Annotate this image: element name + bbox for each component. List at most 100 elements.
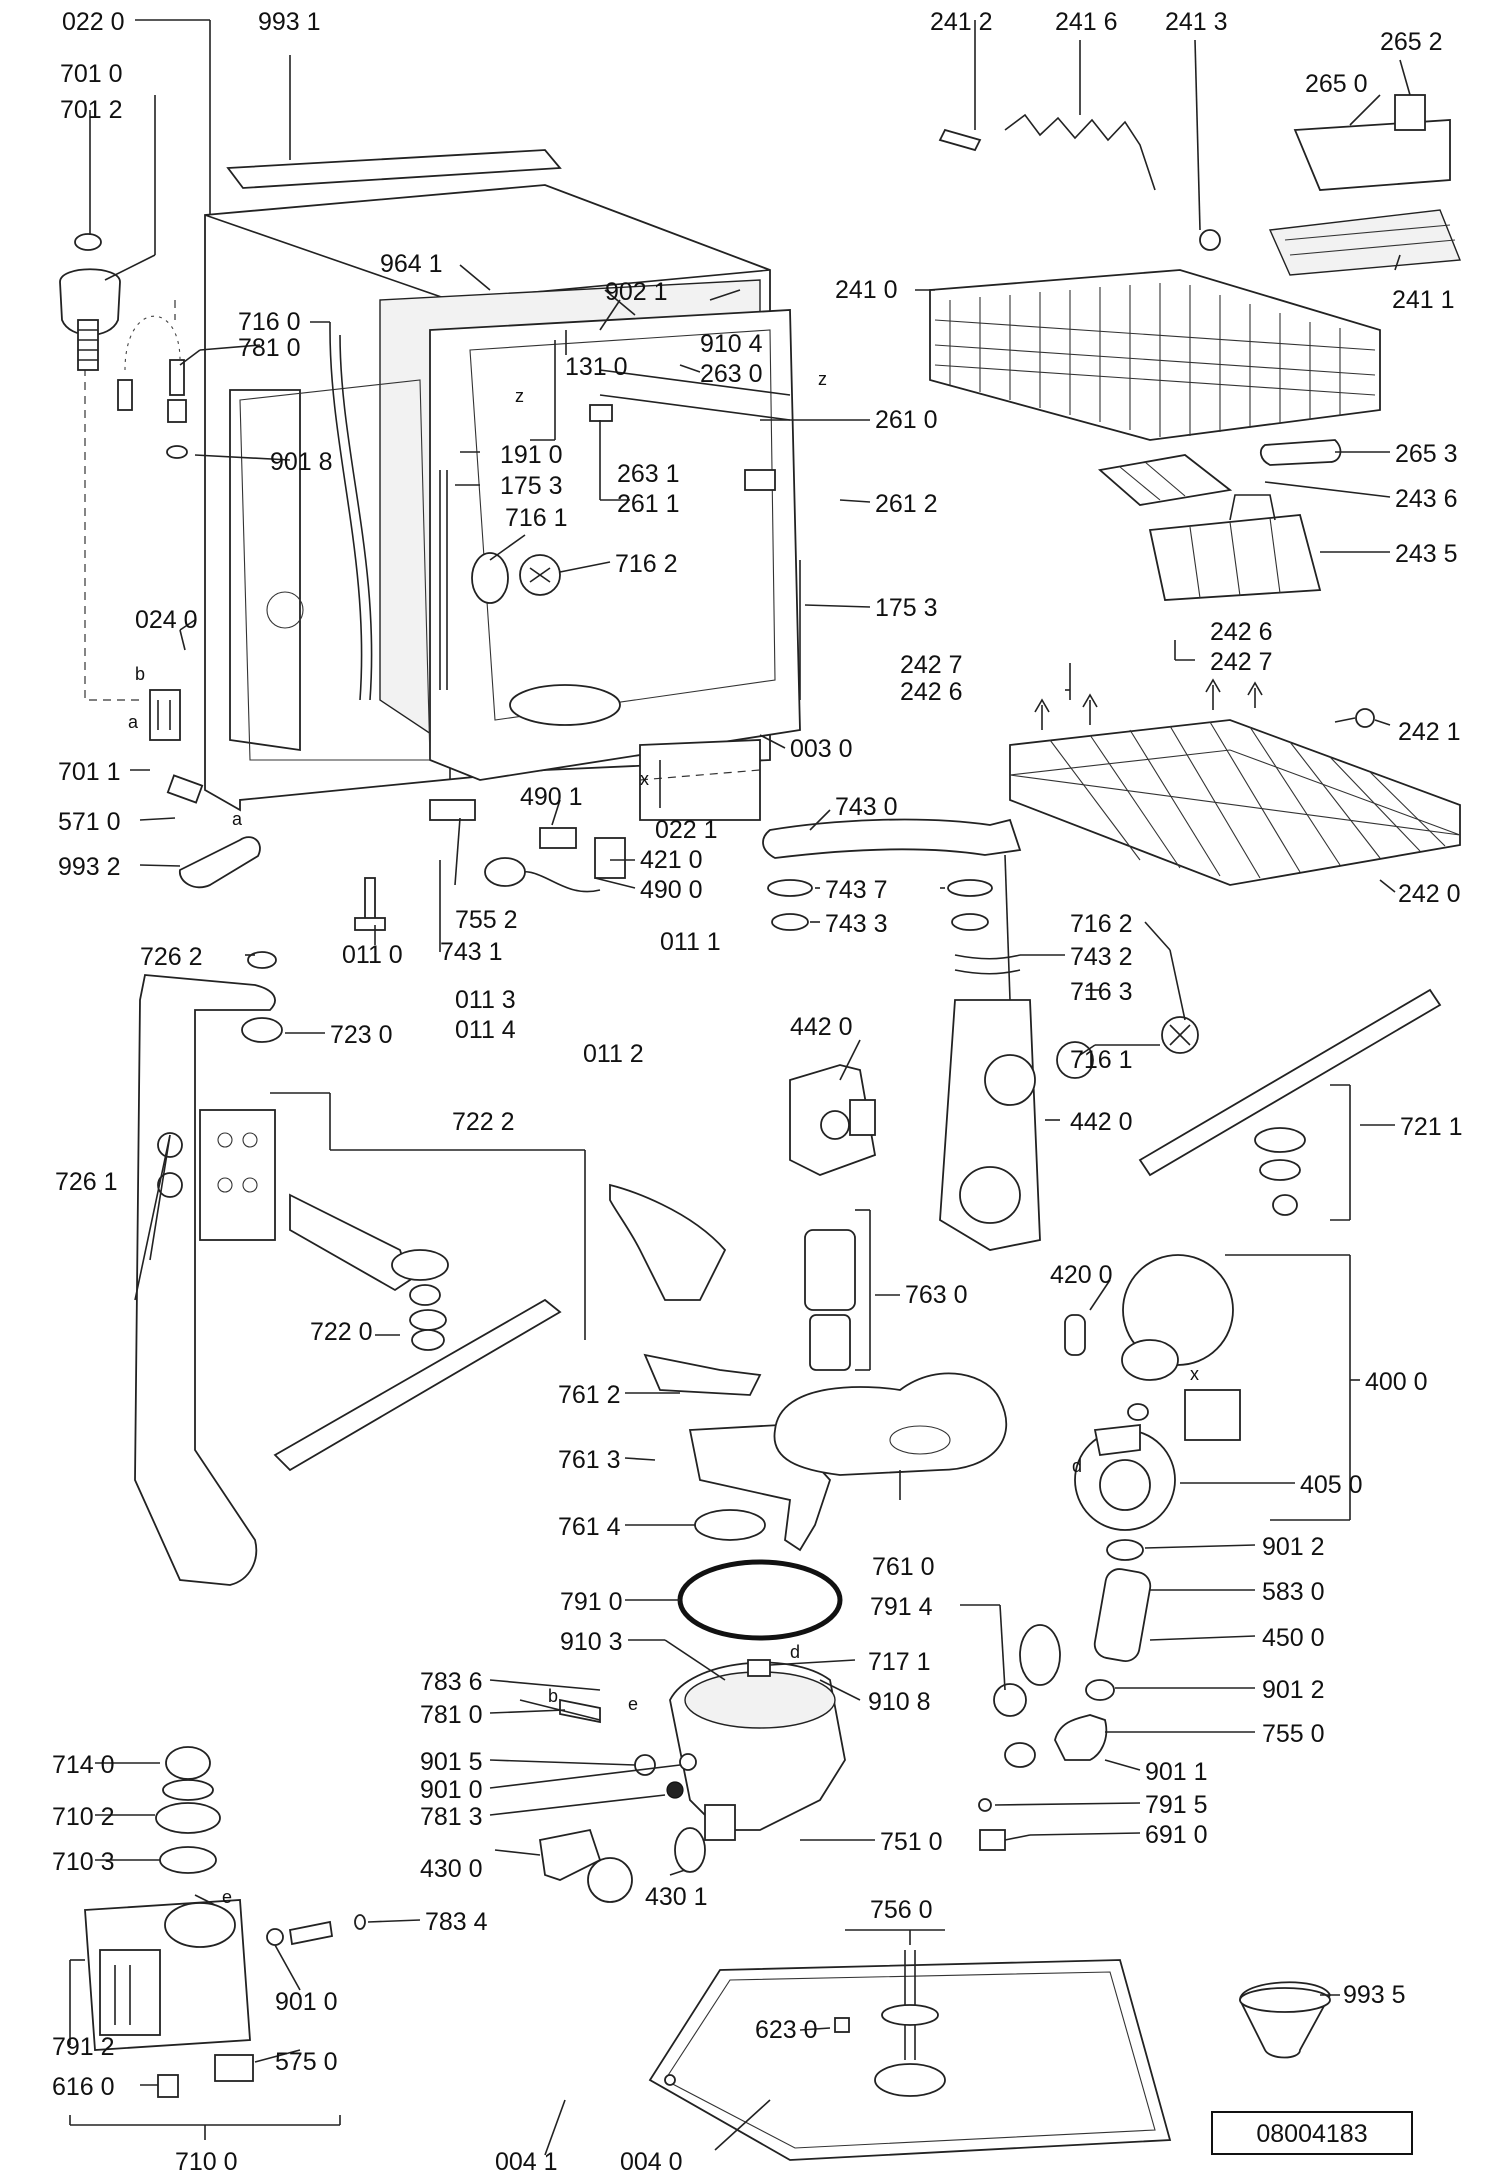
label-993-1: 993 1 <box>258 8 321 36</box>
label-490-0: 490 0 <box>640 876 703 904</box>
drawing-number-box: 08004183 <box>1211 2111 1413 2155</box>
label-243-5: 243 5 <box>1395 540 1458 568</box>
drawing-number: 08004183 <box>1256 2120 1367 2148</box>
manifold <box>199 1109 276 1241</box>
leader-lines <box>69 19 1411 2156</box>
label-241-3: 241 3 <box>1165 8 1228 36</box>
lower-spray-arm <box>273 1298 562 1472</box>
salt-cap <box>165 1746 211 1780</box>
label-004-1: 004 1 <box>495 2148 558 2176</box>
basket-handle <box>1259 439 1342 466</box>
label-024-0: 024 0 <box>135 606 198 634</box>
label-623-0: 623 0 <box>755 2016 818 2044</box>
label-910-3: 910 3 <box>560 1628 623 1656</box>
label-993-5: 993 5 <box>1343 1981 1406 2009</box>
left-fittings <box>59 233 626 893</box>
sump-opening <box>509 684 621 726</box>
letter-d-1: d <box>1072 1456 1082 1476</box>
label-400-0: 400 0 <box>1365 1368 1428 1396</box>
leg <box>364 877 376 924</box>
heater-element <box>1093 1568 1152 1662</box>
letter-z-2: z <box>818 369 827 389</box>
label-421-0: 421 0 <box>640 846 703 874</box>
label-763-0: 763 0 <box>905 1281 968 1309</box>
label-011-2: 011 2 <box>583 1040 644 1068</box>
mount-ring <box>471 552 509 604</box>
label-701-0: 701 0 <box>60 60 123 88</box>
drain-pump <box>538 1828 602 1881</box>
reference-letters: z z x x b a a d d e e b <box>128 369 1199 1907</box>
label-575-0: 575 0 <box>275 2048 338 2076</box>
label-901-2-lower: 901 2 <box>1262 1676 1325 1704</box>
label-901-2-upper: 901 2 <box>1262 1533 1325 1561</box>
base-plinth <box>639 739 761 821</box>
spray-hub <box>643 1353 762 1396</box>
label-755-2: 755 2 <box>455 906 518 934</box>
label-571-0: 571 0 <box>58 808 121 836</box>
label-781-3: 781 3 <box>420 1803 483 1831</box>
label-405-0: 405 0 <box>1300 1471 1363 1499</box>
salt-container-area <box>84 1746 1332 2098</box>
float <box>747 1659 771 1677</box>
washer <box>247 951 277 969</box>
label-011-1: 011 1 <box>660 928 721 956</box>
basket-wheel <box>1355 708 1375 728</box>
upper-basket-area <box>929 94 1461 601</box>
upper-basket <box>929 269 1381 441</box>
label-691-0: 691 0 <box>1145 1821 1208 1849</box>
label-261-2: 261 2 <box>875 490 938 518</box>
label-716-2-upper: 716 2 <box>615 550 678 578</box>
label-242-7-right: 242 7 <box>1210 648 1273 676</box>
label-442-0-side: 442 0 <box>1070 1108 1133 1136</box>
label-003-0: 003 0 <box>790 735 853 763</box>
label-901-1: 901 1 <box>1145 1758 1208 1786</box>
small-block <box>834 2017 850 2033</box>
bracket <box>149 689 181 741</box>
label-710-3: 710 3 <box>52 1848 115 1876</box>
label-716-1-lower: 716 1 <box>1070 1046 1133 1074</box>
part-labels: 022 0 993 1 701 0 701 2 716 0 781 0 901 … <box>52 8 1463 2176</box>
label-901-8: 901 8 <box>270 448 333 476</box>
label-265-0: 265 0 <box>1305 70 1368 98</box>
label-241-6: 241 6 <box>1055 8 1118 36</box>
label-242-6-left: 242 6 <box>900 678 963 706</box>
spring-b <box>169 359 185 396</box>
float-switch-base <box>874 2063 946 2097</box>
label-011-0: 011 0 <box>342 941 403 969</box>
label-263-0: 263 0 <box>700 360 763 388</box>
label-743-2: 743 2 <box>1070 943 1133 971</box>
label-791-2: 791 2 <box>52 2033 115 2061</box>
letter-x-2: x <box>1190 1364 1199 1384</box>
label-783-4: 783 4 <box>425 1908 488 1936</box>
label-723-0: 723 0 <box>330 1021 393 1049</box>
label-242-1: 242 1 <box>1398 718 1461 746</box>
label-011-3: 011 3 <box>455 986 516 1014</box>
upper-spray-arm <box>1138 988 1442 1177</box>
clamp <box>1019 1624 1061 1686</box>
base-tray <box>648 1959 1172 2161</box>
spray-system <box>134 818 1442 1641</box>
label-616-0: 616 0 <box>52 2073 115 2101</box>
label-710-2: 710 2 <box>52 1803 115 1831</box>
motor-bracket <box>1184 1389 1241 1441</box>
drain-pump-seal <box>674 1827 706 1873</box>
label-241-0: 241 0 <box>835 276 898 304</box>
label-242-6-top: 242 6 <box>1210 618 1273 646</box>
label-755-0: 755 0 <box>1262 1720 1325 1748</box>
wrench <box>179 836 261 889</box>
pipe-elbow <box>609 1183 727 1301</box>
label-241-1: 241 1 <box>1392 286 1455 314</box>
tub-cabinet-assembly <box>84 149 801 931</box>
label-243-6: 243 6 <box>1395 485 1458 513</box>
label-743-1: 743 1 <box>440 938 503 966</box>
cap <box>74 233 102 251</box>
label-791-4: 791 4 <box>870 1593 933 1621</box>
fold-rack <box>1268 209 1461 276</box>
spring-a <box>117 379 133 411</box>
coarse-filter <box>804 1229 856 1311</box>
feed-pipe <box>134 974 276 1586</box>
small-pipe <box>288 1920 334 1946</box>
label-716-2-lower: 716 2 <box>1070 910 1133 938</box>
spray-arm-support <box>289 1193 412 1292</box>
label-450-0: 450 0 <box>1262 1624 1325 1652</box>
